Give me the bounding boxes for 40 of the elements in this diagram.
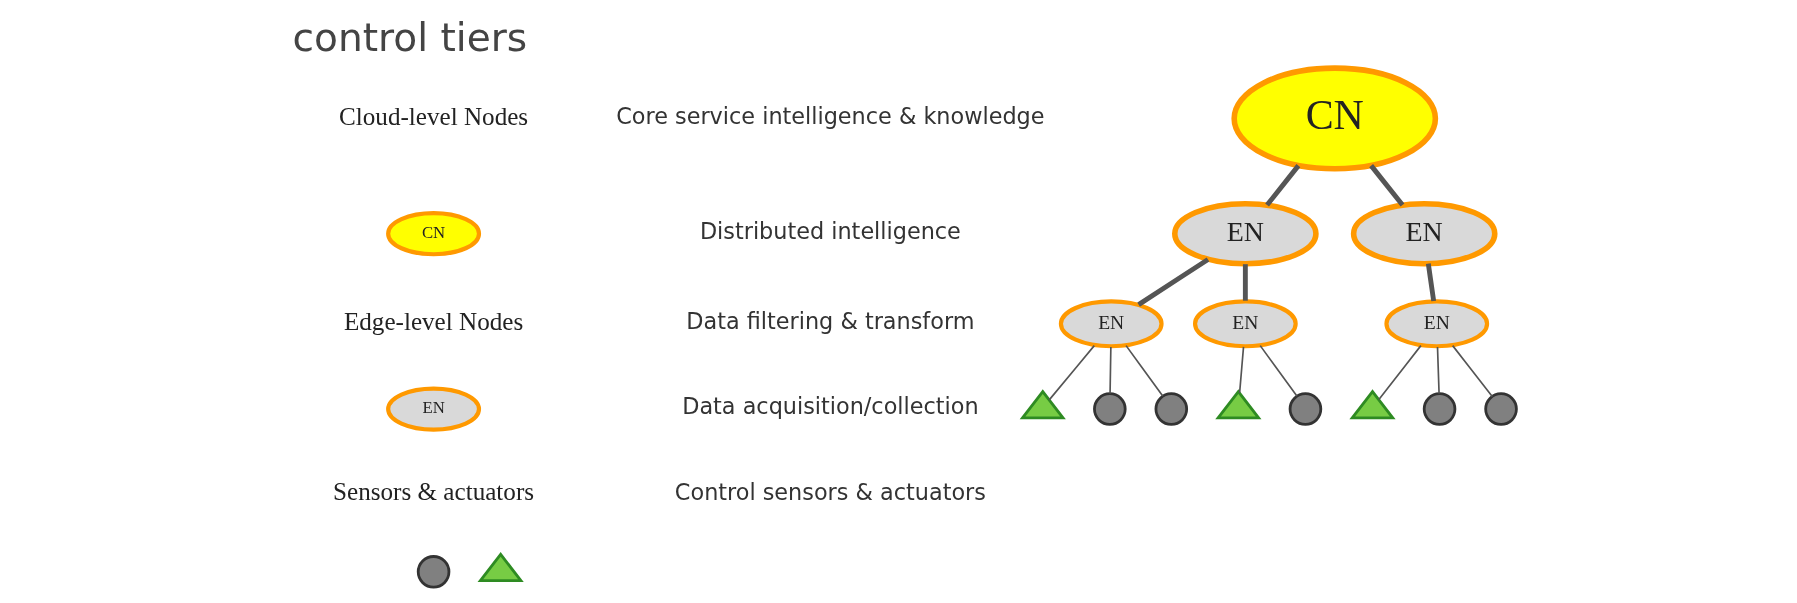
label: Edge-level Nodes (343, 308, 524, 335)
node-ellipse: CN (386, 211, 482, 257)
connector (1425, 263, 1437, 302)
connector (1265, 164, 1301, 207)
node-ellipse: EN (1172, 200, 1319, 267)
connector (1259, 344, 1298, 397)
diagram-title: control tiers (292, 14, 528, 60)
node-circle (1288, 392, 1323, 426)
connector (1109, 346, 1112, 395)
node-circle (1422, 392, 1457, 426)
connector (1369, 164, 1405, 207)
connector (1378, 344, 1422, 401)
label: Control sensors & actuators (674, 478, 986, 505)
label: Core service intelligence & knowledge (616, 102, 1045, 129)
label: Sensors & actuators (333, 478, 535, 506)
connector (1125, 344, 1164, 397)
node-triangle (1349, 389, 1396, 420)
label: Data filtering & transform (686, 308, 975, 335)
node-circle (1154, 392, 1189, 426)
connector (1242, 264, 1248, 301)
connector (1048, 344, 1096, 401)
label: Cloud-level Nodes (339, 102, 529, 130)
label: Data acquisition/collection (682, 393, 979, 420)
node-ellipse: EN (386, 386, 482, 432)
connector (1451, 344, 1494, 398)
node-circle (1484, 392, 1518, 426)
connector (1137, 257, 1210, 307)
node-ellipse: EN (1192, 299, 1298, 349)
connector (1238, 346, 1245, 394)
node-circle (1093, 392, 1127, 426)
connector (1436, 346, 1440, 395)
node-ellipse: EN (1384, 299, 1490, 349)
node-circle (416, 555, 451, 589)
node-triangle (1215, 389, 1262, 420)
node-triangle (477, 552, 524, 582)
label: Distributed intelligence (699, 218, 961, 245)
node-triangle (1019, 389, 1066, 420)
node-ellipse: EN (1350, 200, 1498, 267)
node-ellipse: CN (1231, 65, 1439, 172)
node-ellipse: EN (1058, 299, 1164, 349)
